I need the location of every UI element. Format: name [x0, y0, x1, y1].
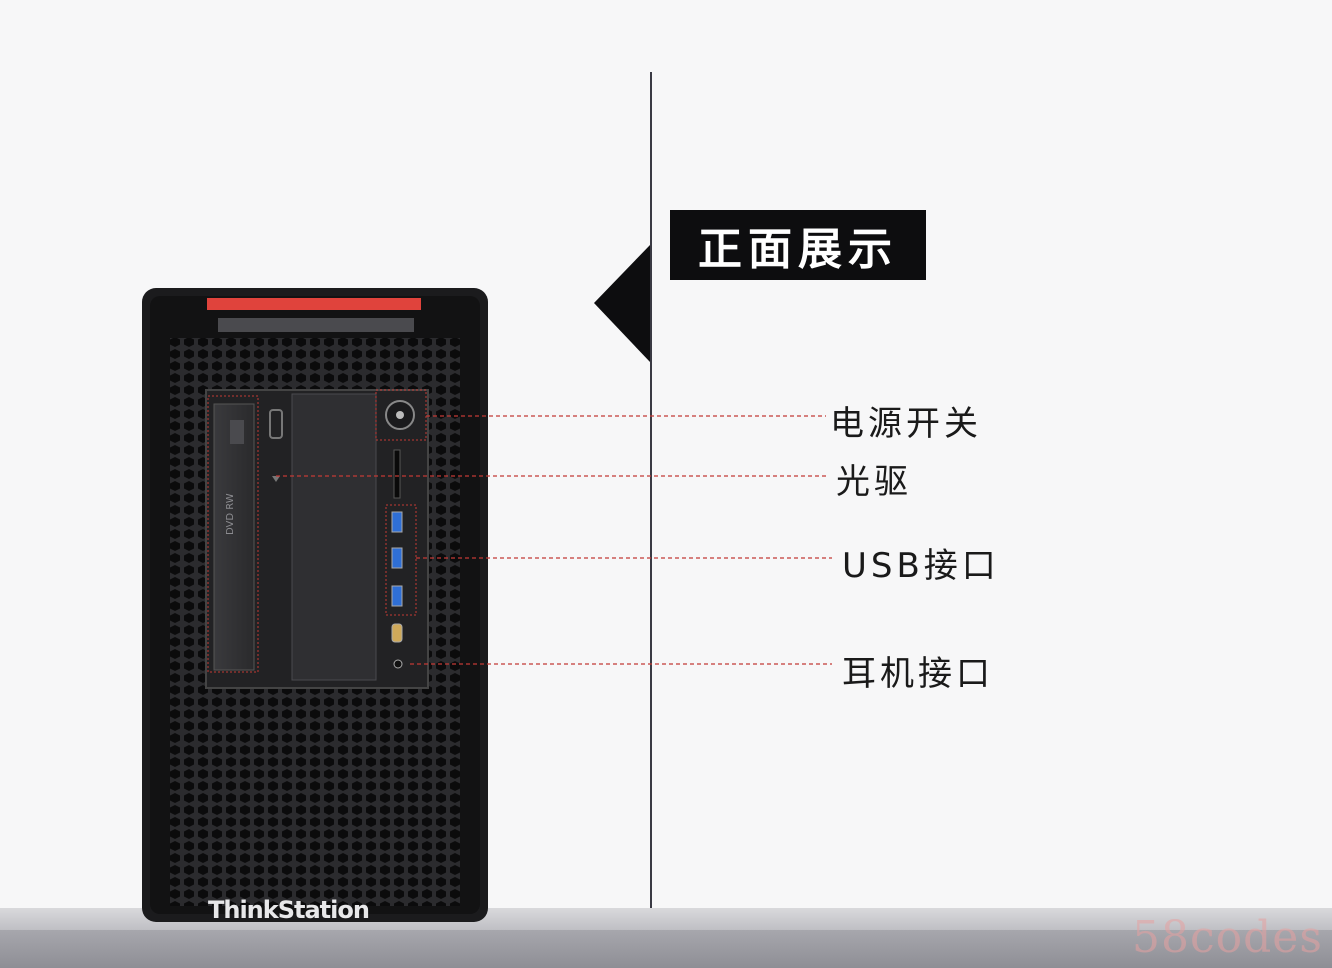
- callout-headphone-jack: 耳机接口: [842, 654, 994, 694]
- brand-logo: ThinkStation: [208, 896, 370, 924]
- blank-bay: [291, 393, 377, 681]
- usb-port-2: [391, 547, 403, 569]
- optical-highlight: [207, 395, 259, 673]
- section-title: 正面展示: [670, 210, 926, 280]
- optical-drive: [213, 403, 255, 671]
- red-accent-bar: [207, 298, 421, 310]
- callout-power-switch: 电源开关: [830, 404, 982, 444]
- callout-usb-ports: USB接口: [842, 546, 1000, 586]
- drive-eject-slot: [230, 420, 244, 444]
- usb-c-port: [391, 623, 403, 643]
- usb-highlight: [385, 504, 417, 616]
- leader-lines: [276, 415, 832, 665]
- headphone-jack: [393, 659, 403, 669]
- eject-button: [269, 409, 283, 439]
- power-highlight: [375, 389, 427, 441]
- watermark: 58codes: [1132, 912, 1323, 963]
- usb-port-1: [391, 511, 403, 533]
- shelf-front: [0, 930, 1332, 968]
- handle-recess: [218, 318, 414, 332]
- card-reader-slot: [393, 449, 401, 499]
- svg-text:DVD RW: DVD RW: [225, 493, 236, 535]
- usb-port-3: [391, 585, 403, 607]
- callout-optical-drive: 光驱: [836, 462, 912, 502]
- vertical-divider: [650, 72, 652, 968]
